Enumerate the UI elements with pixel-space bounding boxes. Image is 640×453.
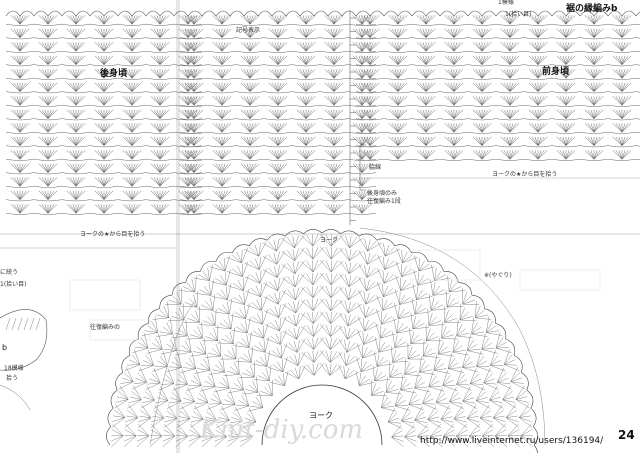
yoke-fan-row [227, 350, 417, 448]
symbol-note-label: 記号表示 [236, 27, 261, 34]
bleed-through-mark [409, 249, 481, 281]
yoke-side-guide [359, 227, 546, 446]
back-body-row [5, 69, 203, 80]
page-number: 24 [618, 428, 635, 442]
side-line-label: 脇線 [369, 164, 382, 171]
page-fold [176, 0, 180, 453]
back-body-row [179, 82, 377, 94]
back-body-label: 後身頃 [100, 69, 128, 79]
back-body-row [5, 190, 203, 202]
yoke-fan-row [214, 337, 430, 448]
row-note-label: 往復編み1段 [367, 198, 401, 205]
back-body-row [179, 123, 377, 134]
front-body-row [355, 55, 640, 67]
side-pick-label: 拾う [6, 375, 19, 382]
sleeve-stitch [23, 317, 29, 331]
front-body-row [355, 109, 640, 121]
hem-edging-b-label: 裾の縁編みb [566, 4, 618, 14]
back-body-row [179, 69, 377, 80]
pickup-top-label: 1(拾い目) [505, 11, 532, 18]
middle-note-label: 往復編みの [90, 324, 121, 331]
yoke-fan-row [136, 259, 508, 448]
back-body-row [5, 96, 203, 107]
yoke-fan-row [162, 285, 482, 448]
back-body-row [179, 109, 377, 121]
front-body-row [355, 15, 640, 26]
yoke-side-guide [149, 299, 197, 446]
side-continue-label: に続う [0, 269, 19, 276]
side-pickup-label: 1(拾い目) [0, 281, 27, 288]
back-body-row [179, 190, 377, 202]
back-body-row [179, 150, 377, 161]
yoke-top-label: ヨーク [320, 237, 339, 244]
front-body-row [355, 28, 640, 40]
sleeve-stitch [17, 317, 23, 331]
hem-border [5, 10, 640, 17]
front-body-row [355, 96, 640, 107]
sleeve-stitch [29, 317, 35, 331]
yoke-fan-row [149, 272, 495, 448]
back-body-row [179, 28, 377, 40]
back-body-row [5, 150, 203, 161]
sleeve-stitch [11, 317, 17, 331]
back-body-row [179, 15, 377, 26]
front-body-row [355, 136, 640, 148]
sleeve-edge [0, 384, 31, 411]
back-body-row [5, 163, 203, 175]
yoke-label: ヨーク [309, 411, 333, 420]
back-body-row [179, 163, 377, 175]
back-body-row [5, 177, 203, 188]
back-body-row [5, 42, 203, 53]
one-pattern-label: 1模様 [498, 0, 514, 6]
yoke-fan-row [188, 311, 456, 448]
side-b-label: b [2, 343, 8, 352]
side-eighteen-label: 18模様 [4, 365, 24, 372]
back-body-row [5, 109, 203, 121]
back-body-row [179, 96, 377, 107]
back-body-row [179, 177, 377, 188]
source-url[interactable]: http://www.liveinternet.ru/users/136194/ [420, 436, 604, 446]
back-body-row [5, 123, 203, 134]
front-body-row [355, 123, 640, 134]
watermark: Knit-diy.com [200, 415, 364, 445]
yoke-fan-row [175, 298, 469, 448]
yoke-neckline [261, 384, 383, 446]
front-body-row [355, 69, 640, 80]
ring-mark-label: ※(やぐり) [484, 272, 512, 279]
back-body-row [5, 55, 203, 67]
yoke-fan-row [123, 246, 521, 448]
yoke-fan-row [111, 234, 533, 448]
front-body-row [355, 150, 640, 161]
bleed-through-mark [69, 279, 141, 311]
sleeve-edge [0, 309, 48, 371]
back-body-row [5, 82, 203, 94]
sleeve-stitch [35, 317, 41, 331]
yoke-outer-edge [106, 229, 538, 453]
front-body-label: 前身頃 [542, 67, 570, 77]
back-body-row [5, 136, 203, 148]
yoke-fan-row [240, 363, 404, 447]
back-body-row [5, 204, 203, 215]
yoke-pickup-left-label: ヨークの★から目を拾う [80, 231, 146, 238]
yoke-pickup-right-label: ヨークの★から目を拾う [492, 171, 558, 178]
sleeve-stitch [5, 317, 11, 331]
back-body-row [179, 136, 377, 148]
back-body-row [179, 42, 377, 53]
back-only-label: 後身頃のみ [367, 190, 398, 197]
yoke-fan-row [201, 324, 443, 448]
bleed-through-mark [89, 319, 151, 341]
back-body-row [5, 28, 203, 40]
front-body-row [355, 42, 640, 53]
back-body-row [179, 55, 377, 67]
back-body-row [179, 204, 377, 215]
back-body-row [5, 15, 203, 26]
bleed-through-mark [519, 269, 601, 291]
front-body-row [355, 82, 640, 94]
